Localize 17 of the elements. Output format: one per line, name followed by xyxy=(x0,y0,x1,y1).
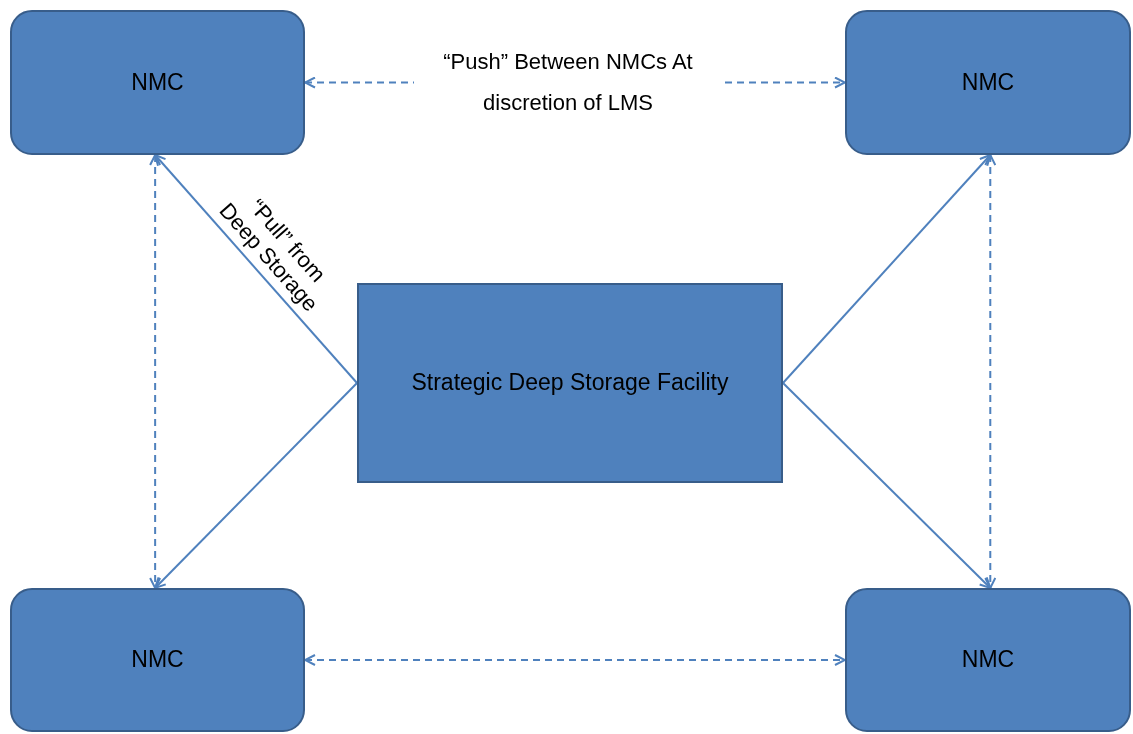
dashed-arrow xyxy=(984,154,997,589)
arrow xyxy=(154,382,358,589)
rounded-box xyxy=(10,588,305,732)
node-label: NMC xyxy=(131,67,184,97)
node-label: NMC xyxy=(961,645,1015,675)
node-label: Strategic Deep Storage Facility xyxy=(411,368,729,398)
arrow xyxy=(782,382,992,589)
arrow xyxy=(782,154,992,384)
arrow xyxy=(154,154,358,384)
node-label: NMC xyxy=(131,645,184,675)
node-label: NMC xyxy=(961,67,1015,97)
rounded-box xyxy=(845,10,1131,155)
process-box xyxy=(357,283,783,483)
dashed-arrow xyxy=(149,154,162,589)
dashed-arrow xyxy=(304,654,846,666)
rounded-box xyxy=(10,10,305,155)
rounded-box xyxy=(845,588,1131,732)
